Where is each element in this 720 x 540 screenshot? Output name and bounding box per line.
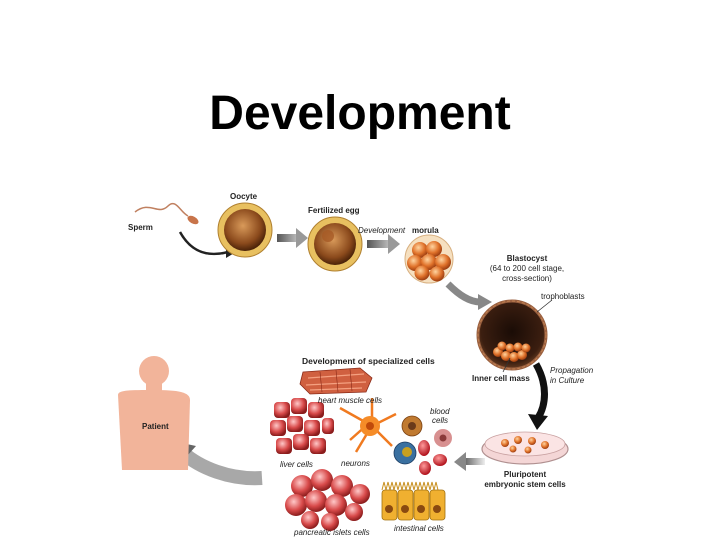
oocyte-illustration [217,202,273,258]
egg-to-morula-arrow [367,234,400,254]
blood-label-line2: cells [432,416,449,425]
slide-title: Development [209,87,511,140]
patient-silhouette [118,356,190,470]
heart-muscle-cells-illustration [299,367,373,395]
morula-illustration [404,234,454,284]
sperm-label: Sperm [128,223,153,232]
petri-dish-illustration [481,431,569,465]
pluripotent-label-line2: embryonic stem cells [484,480,566,489]
intestinal-cells-label: intestinal cells [394,524,444,533]
liver-cells-illustration [270,398,334,454]
pluripotent-label-line1: Pluripotent [503,470,547,479]
sperm-illustration [134,202,199,225]
intestinal-cells-illustration [381,481,446,521]
fertilized-egg-illustration [307,216,363,272]
cells-to-patient-arrow [177,446,263,486]
trophoblasts-pointer [536,299,553,313]
patient-label: Patient [142,422,169,431]
blastocyst-label: Blastocyst [506,254,548,263]
oocyte-to-egg-arrow [277,228,308,248]
blastocyst-illustration [476,299,548,371]
blood-label-line1: blood [430,407,450,416]
inner-cell-mass-pointer [502,357,511,373]
oocyte-label: Oocyte [230,192,258,201]
propagation-label-line1: Propagation [550,366,594,375]
trophoblasts-label: trophoblasts [541,292,585,301]
blood-cells-illustration [393,415,452,475]
development-arrow-label: Development [358,226,406,235]
morula-to-blastocyst-arrow [445,281,481,306]
neurons-label: neurons [341,459,370,468]
heart-muscle-label: heart muscle cells [318,396,383,405]
dish-to-cells-arrow [454,452,485,471]
blastocyst-note-line1: (64 to 200 cell stage, [489,264,565,273]
blastocyst-note-line2: cross-section) [502,274,552,283]
sperm-to-oocyte-arrow [178,231,229,256]
propagation-arrow [532,362,548,420]
inner-cell-mass-label: Inner cell mass [472,374,530,383]
liver-cells-label: liver cells [280,460,313,469]
neuron-illustration [339,398,397,453]
pancreatic-cells-label: pancreatic islets cells [294,528,370,537]
specialized-cells-title: Development of specialized cells [302,356,435,366]
pancreatic-islet-cells-illustration [285,469,370,531]
propagation-label-line2: in Culture [550,376,585,385]
fertilized-egg-label: Fertilized egg [308,206,360,215]
morula-label: morula [412,226,439,235]
